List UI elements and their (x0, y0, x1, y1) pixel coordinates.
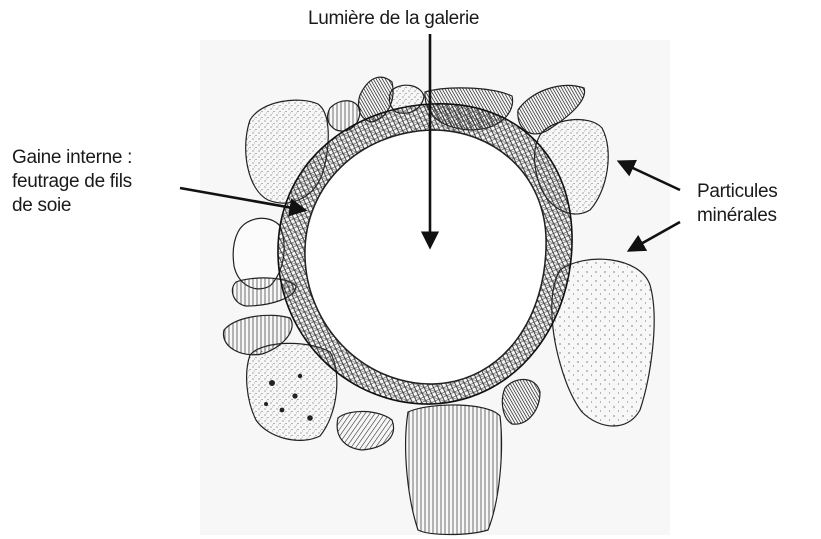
label-inner-sheath: Gaine interne : feutrage de fils de soie (12, 146, 132, 218)
mineral-particle-bottom-center (406, 405, 502, 535)
label-mineral-particles: Particules minérales (697, 180, 777, 228)
label-mineral-particles-line-2: minérales (697, 204, 777, 228)
label-mineral-particles-line-1: Particules (697, 180, 777, 204)
label-lumen: Lumière de la galerie (308, 7, 479, 31)
label-inner-sheath-line-2: feutrage de fils (12, 170, 132, 194)
label-inner-sheath-line-1: Gaine interne : (12, 146, 132, 170)
label-inner-sheath-line-3: de soie (12, 194, 132, 218)
